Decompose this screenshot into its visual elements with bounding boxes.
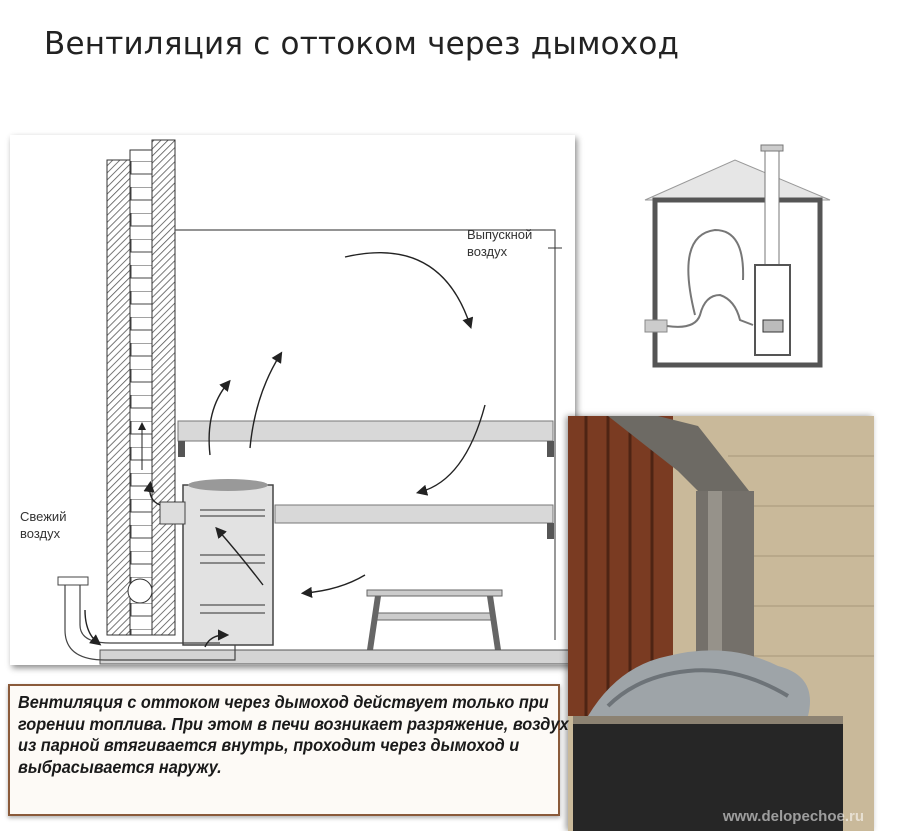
description-text: Вентиляция с оттоком через дымоход дейст… bbox=[18, 692, 569, 777]
stove-photo-image bbox=[568, 416, 874, 831]
exhaust-air-label-line2: воздух bbox=[467, 244, 508, 259]
house-drawing bbox=[644, 144, 831, 368]
fresh-air-label-line2: воздух bbox=[20, 526, 61, 541]
exhaust-air-label-line1: Выпускной bbox=[467, 227, 533, 242]
sauna-stove bbox=[159, 479, 274, 646]
small-bench bbox=[366, 589, 503, 651]
lower-bench bbox=[274, 504, 554, 539]
diagram-drawing bbox=[57, 139, 575, 665]
brick-chimney-wall bbox=[106, 139, 176, 636]
watermark-text: www.delopechoe.ru bbox=[722, 808, 864, 825]
exhaust-air-label: Выпускной воздух bbox=[467, 226, 532, 260]
page-title: Вентиляция с оттоком через дымоход bbox=[44, 26, 680, 62]
stove-photo: www.delopechoe.ru bbox=[568, 416, 874, 831]
house-airflow-sketch bbox=[635, 135, 835, 375]
description-box: Вентиляция с оттоком через дымоход дейст… bbox=[8, 684, 569, 816]
upper-bench bbox=[177, 420, 554, 457]
fresh-air-label-line1: Свежий bbox=[20, 509, 67, 524]
sauna-ventilation-diagram: Выпускной воздух Свежий воздух bbox=[10, 135, 575, 665]
fresh-air-label: Свежий воздух bbox=[20, 508, 66, 542]
